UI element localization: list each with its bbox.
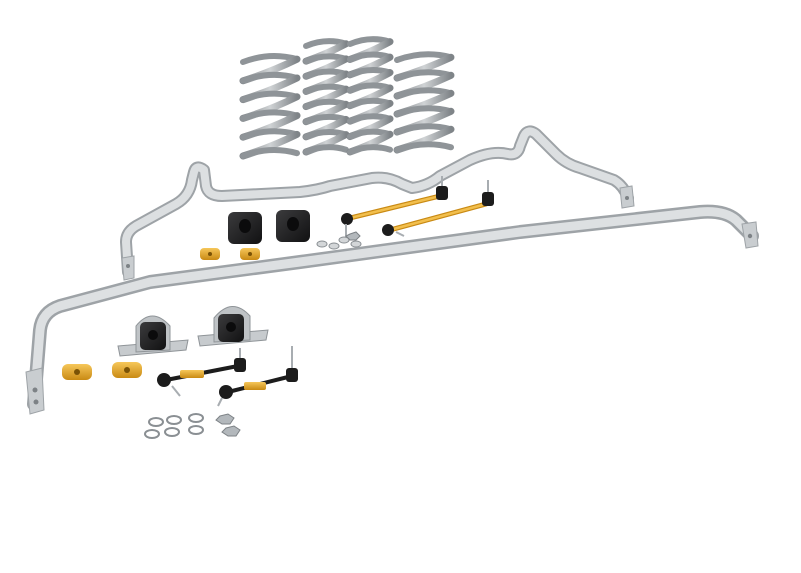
rear-sway-bar-links: [157, 346, 298, 407]
coil-spring-2: [302, 38, 350, 156]
bush-rear-left: [117, 315, 189, 357]
rear-bushes: [117, 306, 269, 357]
spring-coil-back: [347, 144, 393, 155]
rear-washers-nuts: [144, 413, 241, 439]
lock-collar-front-1: [200, 248, 220, 260]
lock-collar-rear-2: [112, 362, 142, 378]
coil-spring-3: [346, 36, 394, 156]
lock-collar-rear-1: [62, 364, 92, 380]
lock-collar-front-2: [240, 248, 260, 260]
front-link-1: [341, 176, 448, 238]
lock-collars: [62, 248, 260, 380]
spring-coil-back: [394, 141, 454, 153]
rear-sway-bar: [25, 204, 759, 415]
rear-link-1: [157, 348, 246, 397]
front-sway-bar: [120, 125, 635, 281]
rear-link-2: [217, 346, 298, 407]
front-link-2: [382, 180, 494, 237]
spring-coil-back: [303, 144, 349, 155]
bush-rear-right: [197, 306, 269, 347]
bush-front-right: [276, 210, 310, 242]
front-bushes: [228, 210, 310, 244]
bush-front-left: [228, 212, 262, 244]
front-washers-nuts: [316, 231, 362, 250]
front-sway-bar-links: [341, 176, 494, 238]
coil-springs: [239, 36, 455, 160]
coil-spring-1: [239, 53, 301, 160]
coil-spring-4: [393, 51, 455, 154]
spring-coil-back: [240, 147, 300, 159]
